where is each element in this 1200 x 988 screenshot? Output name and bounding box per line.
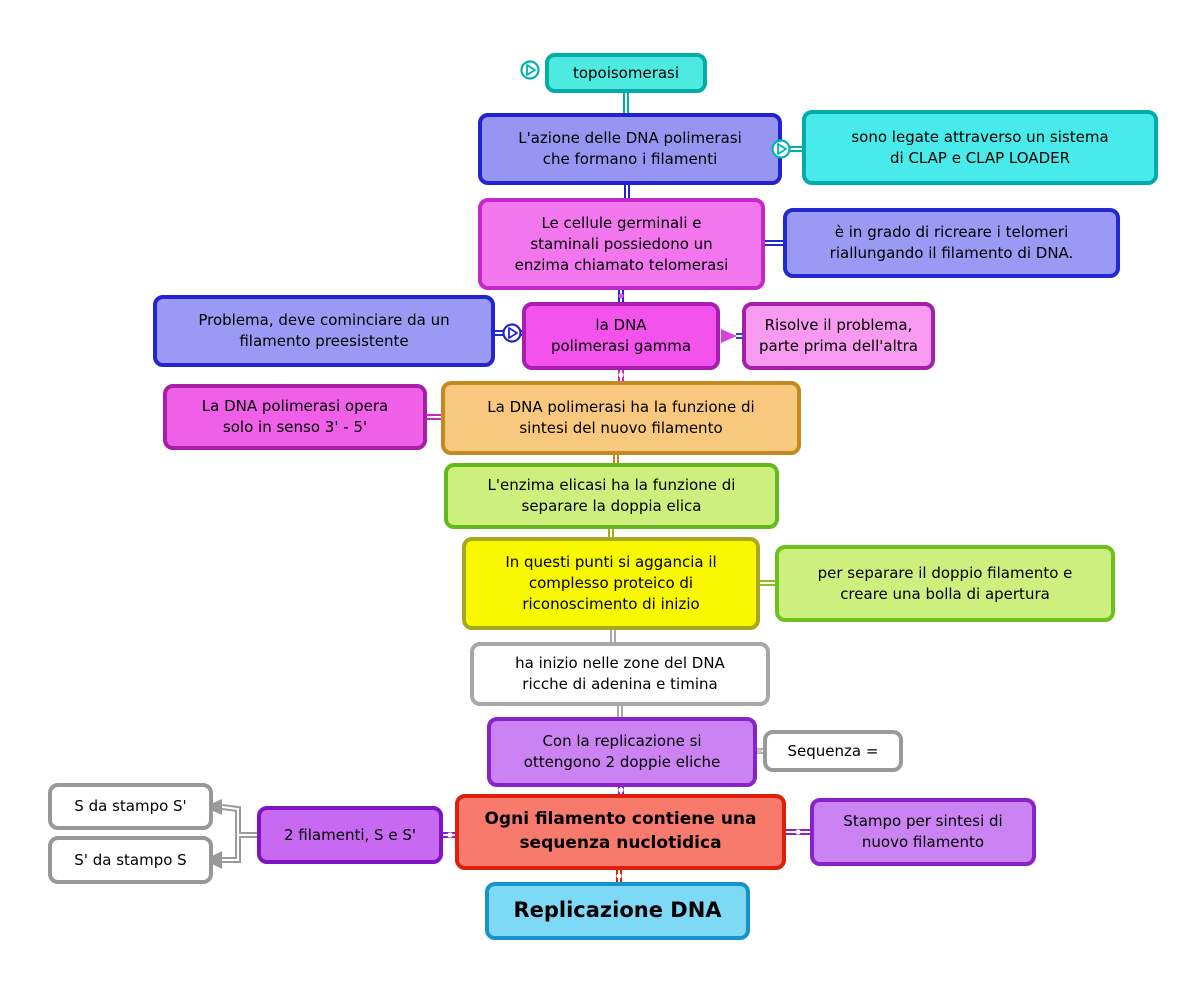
- node-replicazione-dna[interactable]: Replicazione DNA: [485, 882, 750, 940]
- node-ricreare-telomeri-label: riallungando il filamento di DNA.: [829, 244, 1074, 262]
- expand-icon-topoisomerasi[interactable]: [520, 60, 540, 80]
- node-cellule-telomerasi[interactable]: Le cellule germinali e staminali possiedo…: [478, 198, 765, 290]
- node-s1-da-stampo-s[interactable]: S' da stampo S: [48, 836, 213, 884]
- node-bolla-apertura-label: per separare il doppio filamento e: [817, 563, 1073, 582]
- node-problema-filamento-label: Problema, deve cominciare da un: [198, 311, 450, 329]
- node-ricreare-telomeri-label: è in grado di ricreare i telomeri: [834, 223, 1069, 241]
- node-adenina-timina[interactable]: ha inizio nelle zone del DNA ricche di ad…: [470, 642, 770, 706]
- node-risolve-problema-label: Risolve il problema,: [764, 316, 913, 334]
- node-bolla-apertura[interactable]: per separare il doppio filamento e creare…: [775, 545, 1115, 622]
- node-enzima-elicasi[interactable]: L'enzima elicasi ha la funzione di separa…: [444, 463, 779, 529]
- node-sequenza-label: Sequenza =: [787, 741, 879, 760]
- node-problema-filamento-label: filamento preesistente: [239, 332, 409, 350]
- connector-cellule-gamma-dot: [618, 293, 624, 299]
- node-sequenza-nuclotidica-label: sequenza nuclotidica: [519, 833, 722, 853]
- node-sequenza[interactable]: Sequenza =: [763, 730, 903, 772]
- node-due-filamenti-label: 2 filamenti, S e S': [284, 825, 416, 844]
- node-risolve-problema[interactable]: Risolve il problema, parte prima dell'alt…: [742, 302, 935, 370]
- node-polimerasi-gamma[interactable]: la DNA polimerasi gamma: [522, 302, 720, 370]
- node-complesso-riconoscimento-label: complesso proteico di: [528, 574, 694, 592]
- node-bolla-apertura-label: creare una bolla di apertura: [840, 584, 1050, 603]
- node-complesso-riconoscimento-label: riconoscimento di inizio: [522, 595, 700, 613]
- connector-filamenti-fork-arrowhead-icon: [204, 799, 222, 815]
- connector-gamma-risolve: [721, 329, 744, 343]
- node-due-doppie-eliche[interactable]: Con la replicazione si ottengono 2 doppie…: [487, 717, 757, 787]
- connector-eliche-ogni-filamento-dot: [618, 787, 624, 793]
- node-enzima-elicasi-label: L'enzima elicasi ha la funzione di: [487, 476, 736, 494]
- node-stampo-sintesi-label: Stampo per sintesi di: [843, 812, 1003, 830]
- connector-gamma-risolve-arrowhead-icon: [721, 329, 737, 343]
- node-complesso-riconoscimento[interactable]: In questi punti si aggancia il complesso …: [462, 537, 760, 630]
- node-ricreare-telomeri[interactable]: è in grado di ricreare i telomeri riallun…: [783, 208, 1120, 278]
- connector-filamenti-fork-arrowhead-icon: [204, 851, 222, 869]
- connector-ogni-stampo-dot: [795, 829, 801, 835]
- node-due-filamenti[interactable]: 2 filamenti, S e S': [257, 806, 443, 864]
- node-cellule-telomerasi-label: Le cellule germinali e: [541, 213, 702, 232]
- node-due-doppie-eliche-label: ottengono 2 doppie eliche: [523, 753, 721, 771]
- expand-icon-clap[interactable]: [771, 139, 791, 159]
- node-adenina-timina-label: ha inizio nelle zone del DNA: [515, 654, 725, 672]
- node-stampo-sintesi[interactable]: Stampo per sintesi di nuovo filamento: [810, 798, 1036, 866]
- node-polimerasi-gamma-label: la DNA: [595, 316, 647, 334]
- expand-icon-gamma[interactable]: [502, 323, 522, 343]
- node-polimerasi-gamma-label: polimerasi gamma: [550, 337, 692, 355]
- node-sequenza-nuclotidica-label: Ogni filamento contiene una: [484, 809, 757, 830]
- connector-filamenti-fork: [204, 799, 257, 869]
- node-cellule-telomerasi-label: staminali possiedono un: [530, 234, 713, 253]
- node-opera-3-5-label: solo in senso 3' - 5': [222, 418, 368, 436]
- node-clap-loader-label: di CLAP e CLAP LOADER: [889, 148, 1071, 167]
- node-opera-3-5[interactable]: La DNA polimerasi opera solo in senso 3' …: [163, 384, 427, 450]
- connector-ogni-stampo: [784, 829, 813, 835]
- node-topoisomerasi-label: topoisomerasi: [572, 63, 680, 82]
- node-s-da-stampo-s1-label: S da stampo S': [74, 797, 187, 815]
- node-enzima-elicasi-label: separare la doppia elica: [521, 497, 702, 515]
- node-sintesi-nuovo-filamento-label: sintesi del nuovo filamento: [519, 419, 723, 437]
- node-problema-filamento[interactable]: Problema, deve cominciare da un filamento…: [153, 295, 495, 367]
- node-clap-loader-label: sono legate attraverso un sistema: [851, 127, 1109, 146]
- node-due-doppie-eliche-label: Con la replicazione si: [542, 732, 702, 750]
- connector-gamma-sintesi-dot: [618, 372, 624, 378]
- node-cellule-telomerasi-label: enzima chiamato telomerasi: [514, 255, 729, 274]
- node-adenina-timina-label: ricche di adenina e timina: [522, 675, 718, 693]
- connector-ogni-filamento-replicazione-dot: [616, 873, 622, 879]
- node-replicazione-dna-label: Replicazione DNA: [513, 898, 722, 923]
- node-azione-dna-polimerasi-label: che formano i filamenti: [542, 150, 718, 168]
- node-clap-loader[interactable]: sono legate attraverso un sistema di CLAP…: [802, 110, 1158, 185]
- node-topoisomerasi[interactable]: topoisomerasi: [545, 53, 707, 93]
- connector-filamenti-ogni-dot: [447, 832, 453, 838]
- node-azione-dna-polimerasi-label: L'azione delle DNA polimerasi: [518, 129, 742, 147]
- node-sintesi-nuovo-filamento[interactable]: La DNA polimerasi ha la funzione di sinte…: [441, 381, 801, 455]
- node-risolve-problema-label: parte prima dell'altra: [759, 337, 918, 355]
- node-complesso-riconoscimento-label: In questi punti si aggancia il: [505, 553, 717, 571]
- node-opera-3-5-label: La DNA polimerasi opera: [201, 397, 389, 415]
- node-sintesi-nuovo-filamento-label: La DNA polimerasi ha la funzione di: [487, 398, 755, 416]
- node-stampo-sintesi-label: nuovo filamento: [861, 833, 985, 851]
- node-azione-dna-polimerasi[interactable]: L'azione delle DNA polimerasi che formano…: [478, 113, 782, 185]
- connector-eliche-sequenza-dot: [756, 748, 762, 754]
- node-s-da-stampo-s1[interactable]: S da stampo S': [48, 783, 213, 830]
- node-s1-da-stampo-s-label: S' da stampo S: [74, 850, 187, 869]
- node-sequenza-nuclotidica[interactable]: Ogni filamento contiene una sequenza nucl…: [455, 794, 786, 870]
